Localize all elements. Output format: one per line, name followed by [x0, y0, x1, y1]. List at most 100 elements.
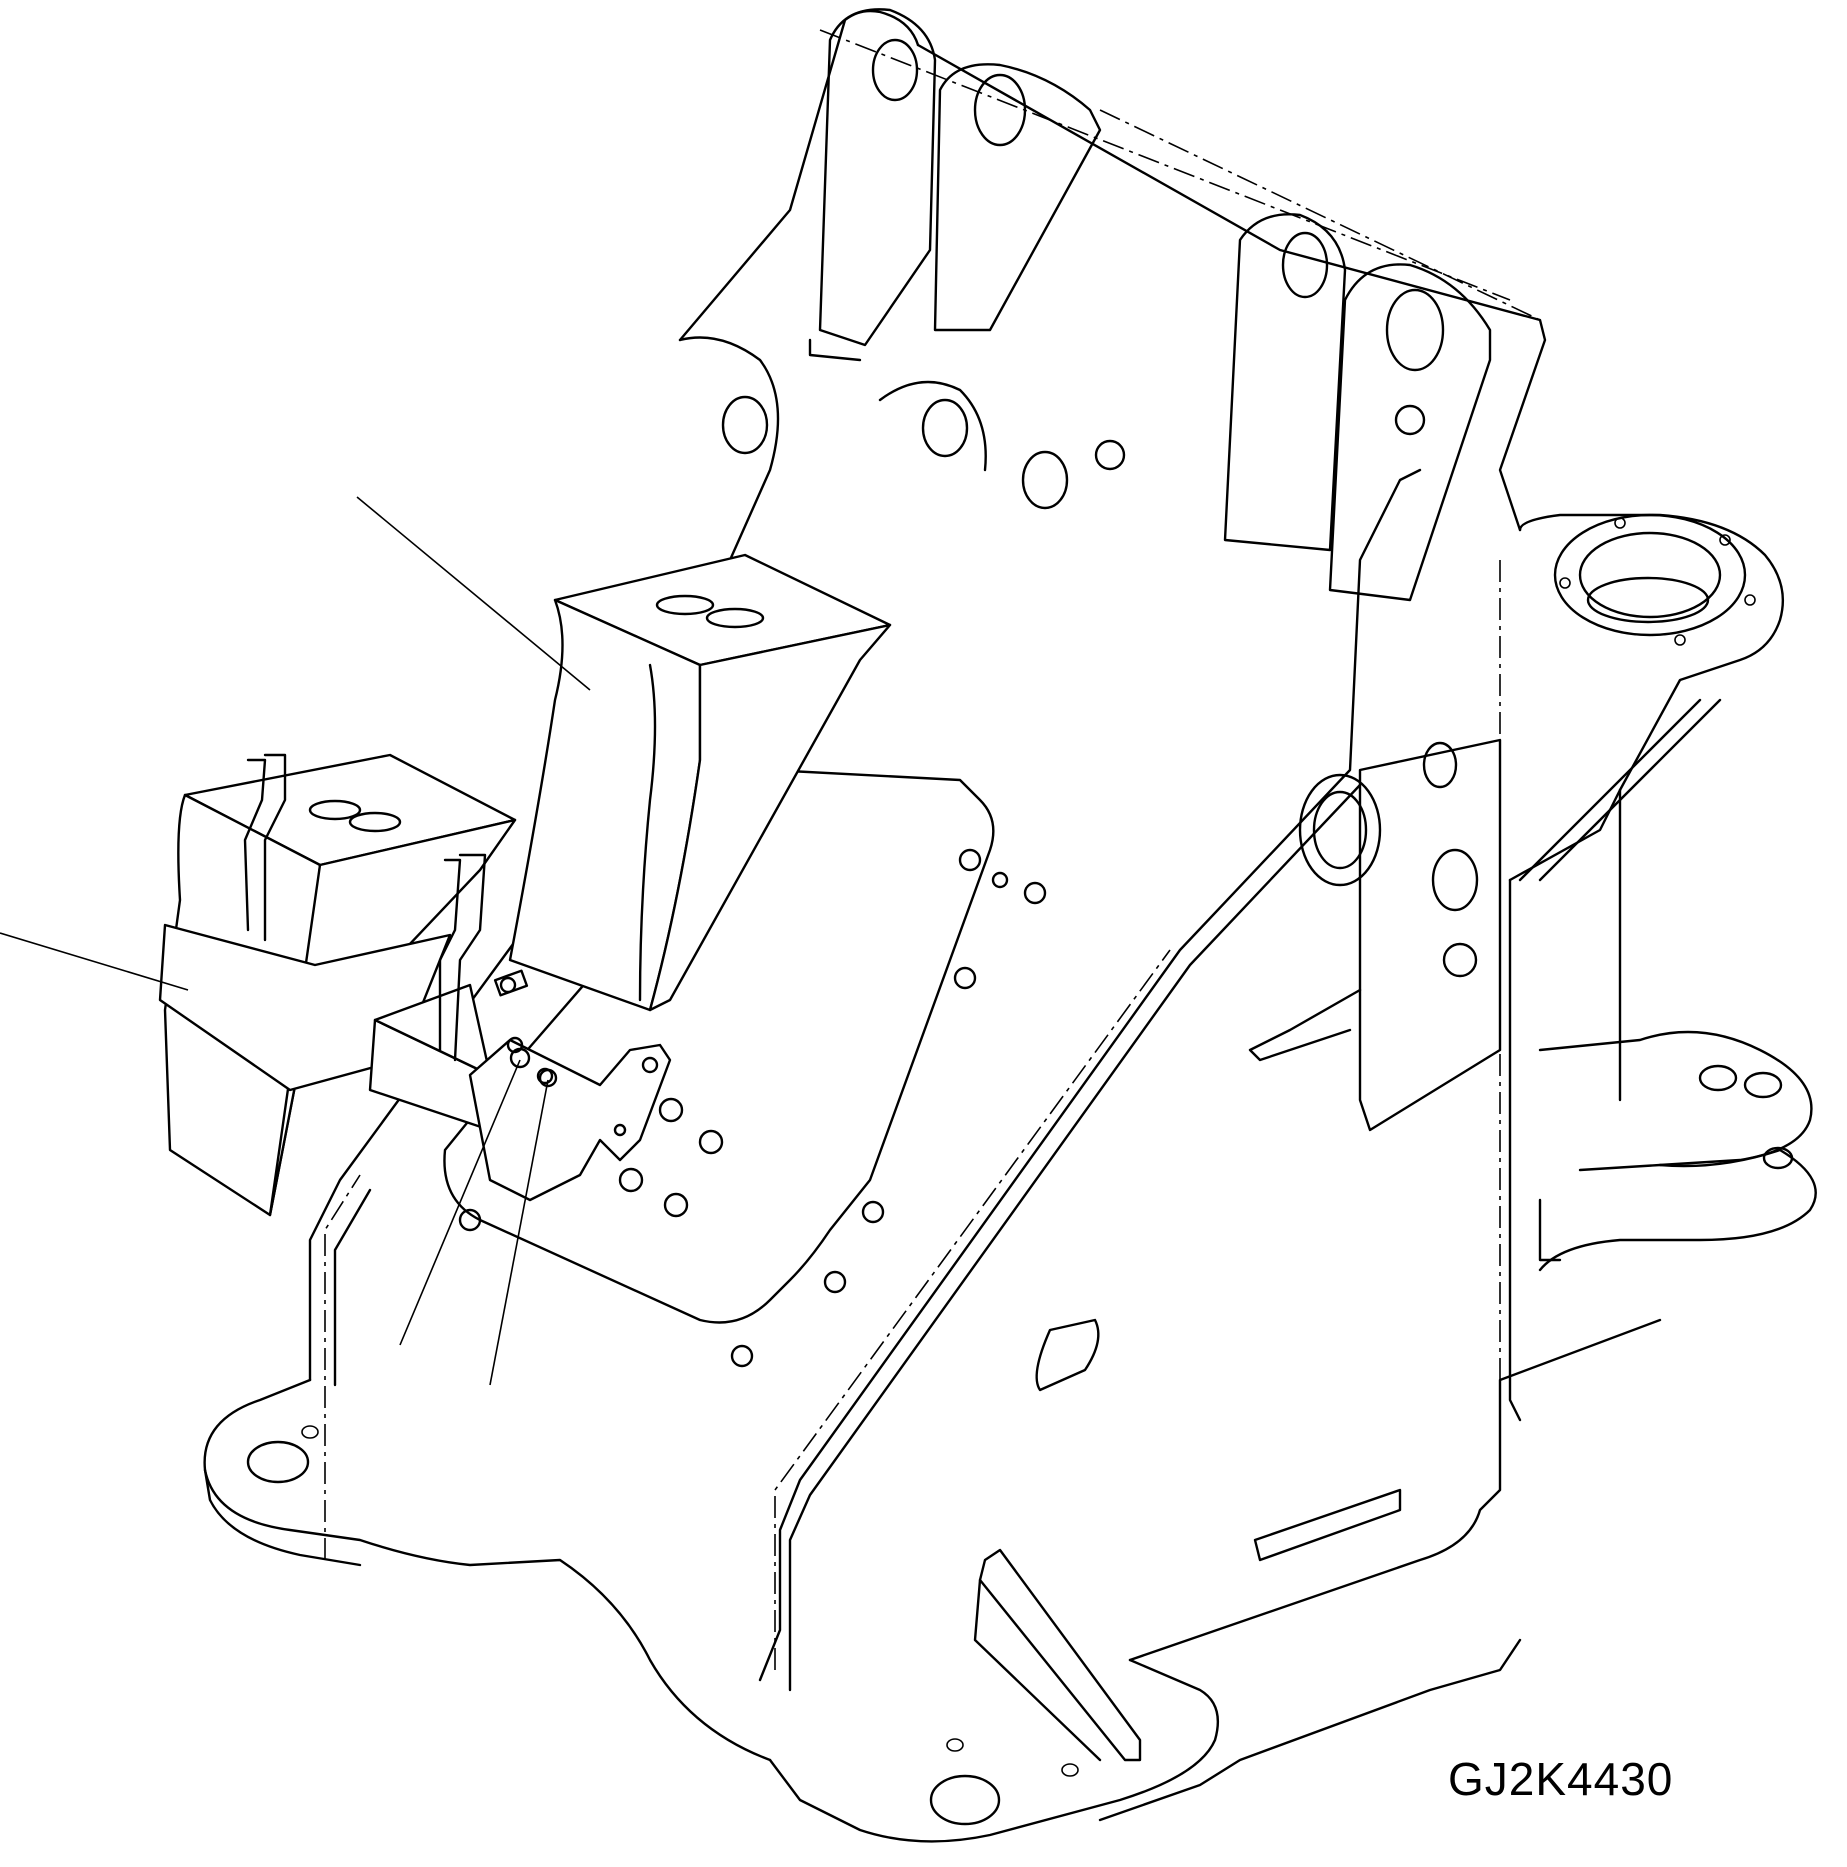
frame-gusset	[978, 1548, 1142, 1762]
frame-hole-3	[1023, 881, 1047, 905]
frame-gusset-2	[973, 1578, 1102, 1762]
lug-left-outer-hole	[871, 38, 919, 102]
lug-right-inner	[1328, 263, 1492, 602]
foot-hole-right	[929, 1774, 1001, 1826]
frame-base-right-foot	[768, 1658, 1220, 1843]
access-cover-bolt-2	[861, 1200, 885, 1224]
side-ear-boss-1	[1094, 439, 1126, 471]
frame-diagonal-brace-2	[1538, 698, 1722, 882]
mounting-bracket	[468, 1036, 672, 1202]
frame-base-rear-lower	[1098, 1638, 1522, 1822]
frame-base-rear	[1128, 1318, 1662, 1662]
frame-hole-2	[991, 871, 1009, 889]
lug-left-tab	[808, 338, 862, 362]
frame-front-plate	[758, 468, 1422, 1682]
slewing-bolt-1	[1559, 577, 1571, 589]
frame-triangle-hole	[1035, 1318, 1100, 1392]
upper-cover	[508, 553, 892, 1012]
slewing-bolt-4	[1744, 594, 1756, 606]
lug-left-outer	[818, 8, 937, 347]
bracket-hole-4	[536, 1067, 554, 1085]
foot-hole-left-small	[301, 1425, 319, 1439]
frame-top-edge	[916, 43, 1547, 532]
main-frame	[203, 8, 1817, 1843]
left-cover-handle	[263, 753, 287, 942]
bracket-hole-1	[641, 1056, 659, 1074]
frame-column-top	[1508, 788, 1622, 882]
side-ear-mid-hole-2	[1021, 450, 1069, 510]
frame-hole-7	[663, 1192, 689, 1218]
side-ear-left	[678, 336, 780, 562]
fasteners	[493, 969, 558, 1088]
small-cover-handle-2	[438, 858, 462, 1052]
frame-step-bar	[1253, 1488, 1402, 1562]
washer-ring	[538, 1068, 558, 1088]
upper-cover-side	[648, 623, 892, 1012]
right-foot-hole-1	[1743, 1071, 1783, 1099]
frame-diagonal-brace	[1518, 698, 1702, 882]
left-cover-slot-1	[308, 799, 362, 821]
frame-top-plate	[678, 9, 920, 342]
bolt-head-top	[499, 976, 517, 994]
leader-washer	[489, 1079, 549, 1386]
lug-right-outer	[1223, 213, 1347, 552]
side-ear-boss-2	[1394, 404, 1426, 436]
right-foot-hole-2	[1762, 1146, 1794, 1170]
upper-cover-slot-1	[655, 594, 715, 616]
lug-left-inner	[933, 63, 1102, 332]
left-cover-handle-2	[243, 758, 267, 932]
access-cover-plate	[443, 768, 995, 1324]
lug-right-inner-hole	[1385, 288, 1445, 372]
access-cover-bolt-1	[953, 966, 977, 990]
frame-left-plate-inner	[333, 1188, 372, 1387]
frame-front-plate-edge	[788, 783, 1362, 1692]
right-foot-boss	[1698, 1064, 1738, 1092]
frame-base-left-foot	[203, 1378, 772, 1762]
frame-base-left-foot-edge	[203, 1468, 362, 1567]
frame-hole-5	[698, 1129, 724, 1155]
right-mount-collar	[1298, 773, 1382, 887]
slewing-platform	[1518, 513, 1784, 792]
bracket-hole-2	[613, 1123, 627, 1137]
side-ear-mid	[878, 380, 987, 472]
side-ear-mid-hole	[921, 398, 969, 458]
frame-left-plate-hidden	[324, 1174, 361, 1560]
leader-left-cover	[0, 932, 189, 991]
right-mount-plate	[1358, 738, 1502, 1132]
small-cover-handle	[453, 853, 487, 1062]
frame-column-right	[1508, 878, 1522, 1422]
slewing-bolt-3	[1719, 534, 1731, 546]
foot-hole-left	[246, 1440, 310, 1484]
foot-hole-right-small-2	[1061, 1763, 1079, 1777]
leader-lines	[0, 496, 591, 1386]
left-cover	[158, 753, 517, 1217]
slewing-ring-inner	[1586, 576, 1710, 624]
lug-left-inner-hole	[973, 73, 1027, 147]
leader-upper-cover	[356, 496, 591, 691]
slewing-ring-outer	[1553, 513, 1747, 637]
right-mount-arm	[1248, 988, 1362, 1062]
frame-hole-6	[618, 1167, 644, 1193]
slewing-bolt-5	[1674, 634, 1686, 646]
access-cover-bolt-4	[730, 1344, 754, 1368]
drawing-code: GJ2K4430	[1448, 1753, 1674, 1805]
foot-hole-right-small-1	[946, 1738, 964, 1752]
small-cover	[368, 853, 492, 1132]
frame-top-hidden	[1099, 109, 1541, 321]
slewing-ring-mid	[1578, 531, 1722, 619]
right-mount-hole-2	[1431, 848, 1479, 912]
frame-front-plate-hidden	[774, 949, 1171, 1670]
upper-cover-slot-2	[705, 607, 765, 629]
access-cover-bolt-5	[458, 1208, 482, 1232]
side-ear-left-hole	[721, 395, 769, 455]
lug-right-outer-hole	[1281, 231, 1329, 299]
bolt-head	[509, 1047, 531, 1069]
right-mount-hole-1	[1422, 741, 1458, 789]
leader-bolt	[399, 1059, 521, 1346]
right-foot-plate-lower	[1538, 1148, 1817, 1272]
right-mount-boss	[1442, 942, 1478, 978]
frame-step-bar-2	[1538, 1198, 1562, 1262]
left-cover-slot-2	[348, 811, 402, 833]
access-cover-bolt-3	[823, 1270, 847, 1294]
